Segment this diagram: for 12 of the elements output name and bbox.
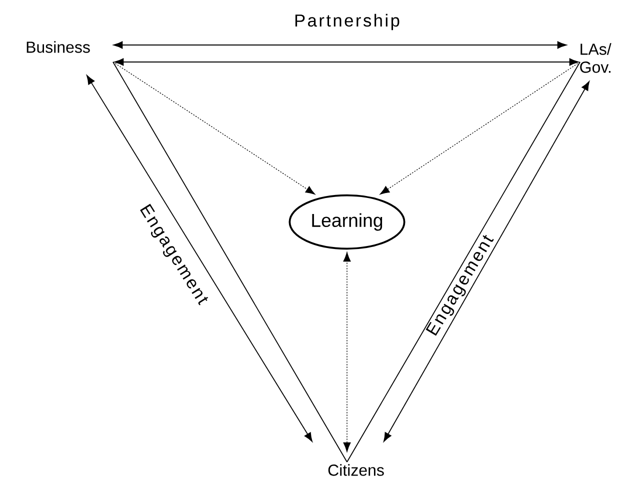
arrow [384,81,590,442]
arrow [380,62,580,195]
edge-label: Partnership [295,14,400,30]
arrow [113,41,567,49]
arrow [343,252,351,452]
arrow [112,62,316,195]
arrow [114,58,579,66]
arrow [86,75,312,442]
node-label: LAs/ Gov. [580,43,612,73]
node-label: Business [26,41,90,53]
ellipse-node: Learning [288,194,406,250]
node-label: Citizens [328,464,384,476]
